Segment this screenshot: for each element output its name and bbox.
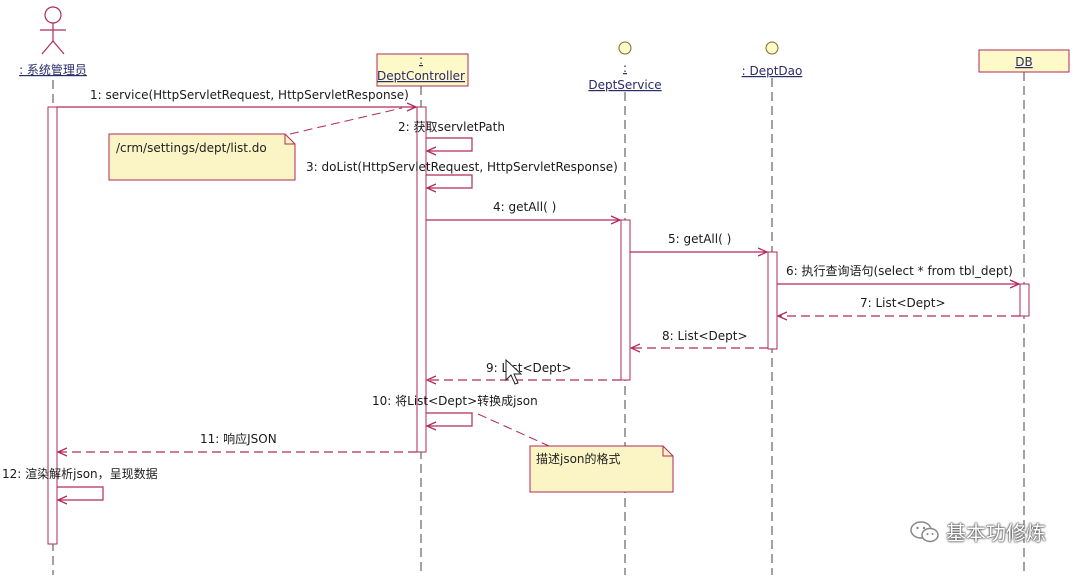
message-3-arrow [426, 174, 473, 188]
dao-entity-icon [765, 41, 779, 55]
message-6-label: 6: 执行查询语句(select * from tbl_dept) [786, 264, 1013, 278]
note-json-format[interactable]: 描述json的格式 [477, 413, 674, 493]
controller-label: DeptController [377, 69, 465, 83]
note-json-format-text: 描述json的格式 [536, 451, 621, 466]
watermark: 基本功修炼 [910, 517, 1046, 546]
activation-controller [416, 106, 427, 453]
service-colon: : [623, 61, 627, 75]
activation-db [1019, 283, 1030, 317]
wechat-icon [910, 520, 939, 542]
message-11-label: 11: 响应JSON [200, 431, 277, 446]
message-7-label: 7: List<Dept> [860, 296, 946, 310]
dao-label: : DeptDao [742, 64, 803, 78]
activation-actor [47, 106, 58, 545]
db-label: DB [1015, 55, 1032, 69]
message-3-label: 3: doList(HttpServletRequest, HttpServle… [306, 160, 618, 174]
message-8-label: 8: List<Dept> [662, 329, 748, 343]
message-2-arrow [426, 137, 473, 151]
message-10-label: 10: 将List<Dept>转换成json [372, 393, 538, 408]
message-4-label: 4: getAll( ) [493, 200, 556, 214]
activation-dao [767, 251, 778, 350]
controller-header[interactable] [376, 53, 469, 87]
activation-service [620, 219, 631, 381]
message-12-arrow [57, 486, 104, 500]
message-9-label: 9: List<Dept> [486, 361, 572, 375]
service-entity-icon [618, 41, 632, 55]
controller-colon: : [419, 53, 423, 67]
message-12-label: 12: 渲染解析json，呈现数据 [2, 466, 158, 481]
message-1-label: 1: service(HttpServletRequest, HttpServl… [90, 88, 409, 102]
note-request-path[interactable]: /crm/settings/dept/list.do [108, 107, 403, 181]
actor-figure [40, 6, 66, 55]
message-10-arrow [426, 412, 473, 426]
actor-label: : 系统管理员 [19, 62, 87, 77]
service-label: DeptService [588, 78, 661, 92]
message-5-label: 5: getAll( ) [668, 232, 731, 246]
mouse-cursor-icon [505, 358, 523, 385]
watermark-text: 基本功修炼 [946, 521, 1046, 545]
message-2-label: 2: 获取servletPath [398, 120, 505, 134]
note-request-path-text: /crm/settings/dept/list.do [116, 141, 267, 155]
db-header[interactable] [978, 49, 1070, 73]
